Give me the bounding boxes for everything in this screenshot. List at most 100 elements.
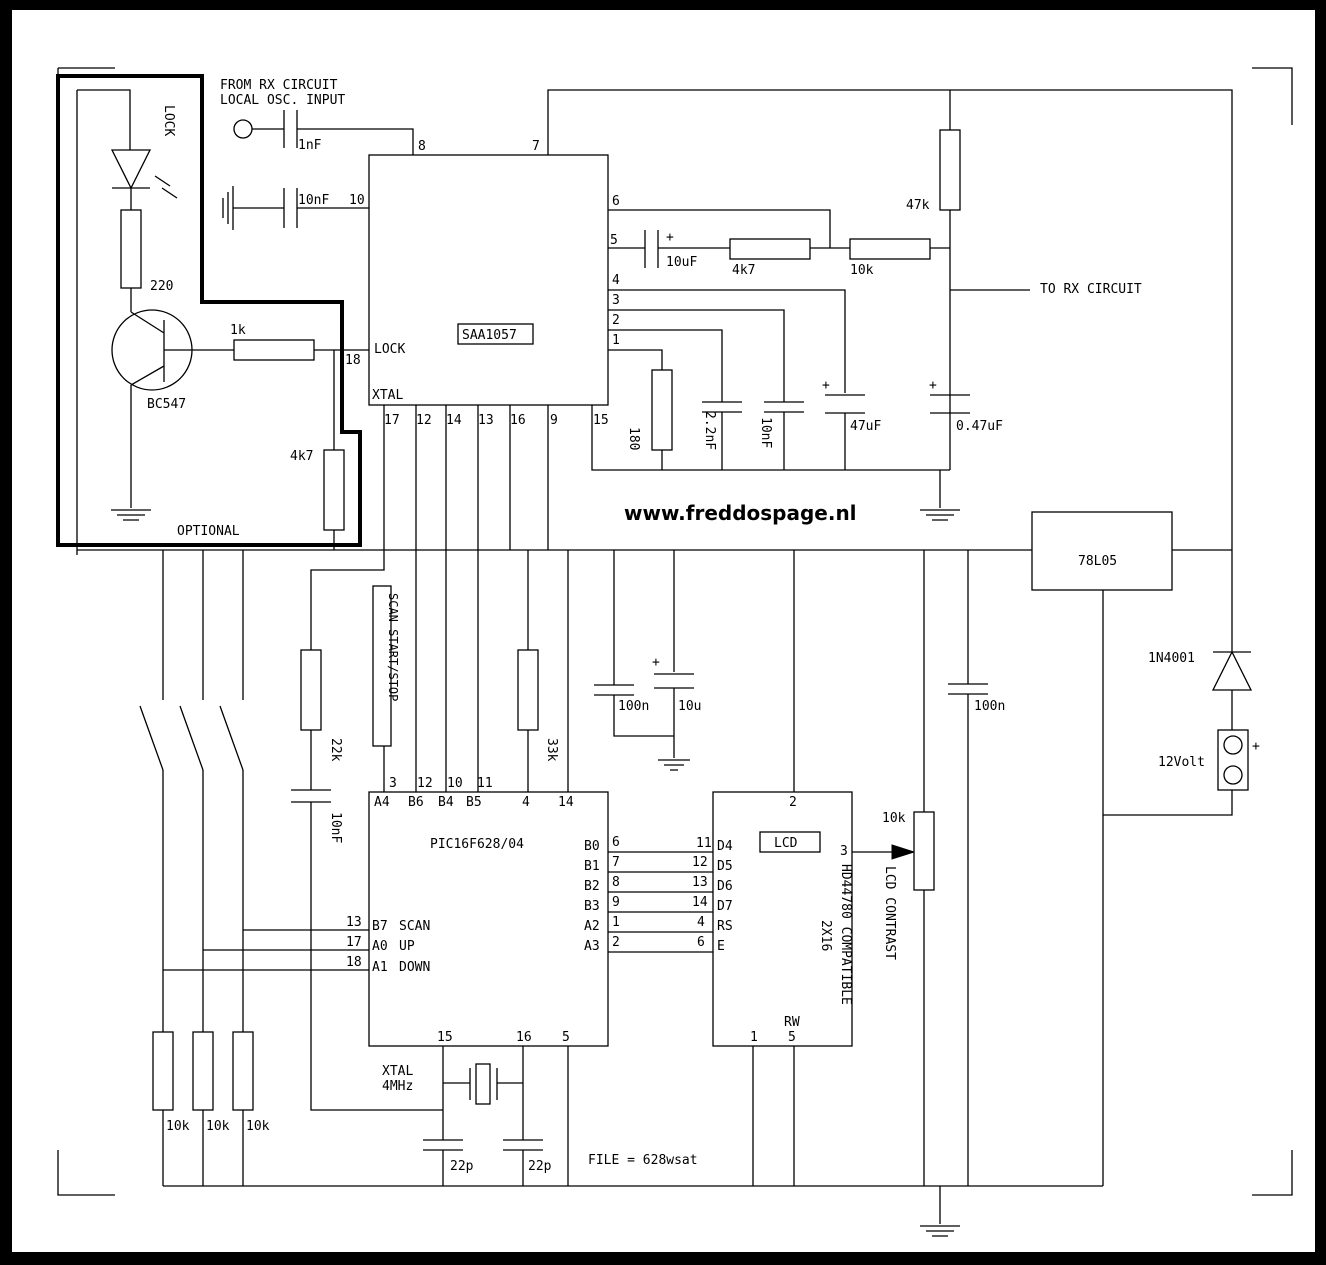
resistor-22k [300,649,322,731]
pin-label: 18 [345,353,361,368]
pin-label: 18 [346,955,362,970]
pin-label: LOCK [374,342,405,357]
resistor-220 [120,209,142,289]
resistor-10k [849,238,931,260]
pin-label: D6 [717,879,733,894]
pin-label: 9 [550,413,558,428]
cap-value: 100n [618,699,649,714]
cap-value: 10u [678,699,701,714]
contrast-potentiometer [913,811,935,891]
pic16f628-ic: PIC16F628/04 3 12 10 11 4 14 A4 B6 B4 B5… [346,776,620,1047]
crystal-4mhz: XTAL 4MHz 22p 22p [382,1046,569,1186]
regulator-78l05 [1031,511,1173,591]
resistor-4k7 [729,238,811,260]
pin-label: RW [784,1015,800,1030]
regulator-label: 78L05 [1078,554,1117,569]
pin-label: 14 [446,413,462,428]
pin-label: B7 [372,919,388,934]
pin-label: D5 [717,859,733,874]
pin-label: B6 [408,795,424,810]
cap-value: 10nF [298,193,329,208]
pin-label: 16 [516,1030,532,1045]
pin-label: DOWN [399,960,430,975]
pin-label: D4 [717,839,733,854]
pin-label: E [717,939,725,954]
pin-label: A2 [584,919,600,934]
pin-label: 3 [389,776,397,791]
lcd-module: LCD 2 11 12 13 14 4 6 D4 D5 D6 D7 RS E 3… [692,791,853,1047]
res-value: 220 [150,279,173,294]
pin-label: 7 [532,139,540,154]
pin-label: 8 [612,875,620,890]
pot-value: 10k [882,811,906,826]
cap-value: 22p [528,1159,552,1174]
lcd-size: 2X16 [818,920,833,951]
lo-input: 1nF FROM RX CIRCUIT LOCAL OSC. INPUT [220,78,414,155]
resistor-1k [233,339,315,361]
cap-plus: + [666,230,674,245]
scan-label: SCAN START/STOP [386,593,400,701]
res-value: 180 [626,427,641,450]
cap-value: 10nF [328,812,343,843]
pin-label: A4 [374,795,390,810]
res-value: 10k [850,263,874,278]
pin-label: XTAL [372,388,403,403]
res-value: 4k7 [732,263,755,278]
pin-label: B5 [466,795,482,810]
vcc-line [547,89,1233,550]
lcd-label: LCD [774,836,798,851]
res-value: 22k [328,738,343,762]
cap-plus: + [929,378,937,393]
pin-label: B3 [584,899,600,914]
pin-label: 10 [447,776,463,791]
res-value: 33k [544,738,559,762]
pin-label: 6 [697,935,705,950]
pin-label: 11 [477,776,493,791]
contrast-label: LCD CONTRAST [882,866,897,960]
pin-label: UP [399,939,415,954]
pin-label: 3 [612,293,620,308]
pin-label: 12 [417,776,433,791]
pin-label: 13 [346,915,362,930]
website-label: www.freddospage.nl [624,501,857,525]
saa1057-ic: SAA1057 8 7 10 6 5 4 3 2 1 18 LOCK XTAL … [345,139,620,428]
resistor-33k [517,649,539,731]
lcd-type: HD44780 COMPATIBLE [838,864,853,1005]
pin-label: 2 [612,313,620,328]
res-value: 1k [230,323,246,338]
pin-label: 2 [612,935,620,950]
to-rx-label: TO RX CIRCUIT [1040,282,1142,297]
res-value: 10k [166,1119,190,1134]
pin-label: A0 [372,939,388,954]
power-connector [1217,729,1249,791]
pin-label: 12 [416,413,432,428]
scan-switch-label-box [372,585,392,747]
pin-label: 4 [612,273,620,288]
pin-label: 11 [696,836,712,851]
pin-label: 8 [418,139,426,154]
pin-label: B1 [584,859,600,874]
pin-label: 6 [612,835,620,850]
pin-label: 6 [612,194,620,209]
cap-plus: + [822,378,830,393]
res-value: 4k7 [290,449,313,464]
cap-value: 10nF [758,417,773,448]
pin-label: 15 [593,413,609,428]
resistor-10k-c [232,1031,254,1111]
pin-label: 7 [612,855,620,870]
pin-label: 16 [510,413,526,428]
pin-label: SCAN [399,919,430,934]
optional-label: OPTIONAL [177,524,240,539]
cap-value: 10uF [666,255,697,270]
lo-label-1: FROM RX CIRCUIT [220,78,338,93]
diode-label: 1N4001 [1148,651,1195,666]
lo-label-2: LOCAL OSC. INPUT [220,93,345,108]
pin-label: 3 [840,844,848,859]
pin-label: 12 [692,855,708,870]
pin-label: 14 [558,795,574,810]
xtal-label: XTAL [382,1064,413,1079]
pin-label: 5 [788,1030,796,1045]
pin-label: 4 [522,795,530,810]
pin-label: 13 [478,413,494,428]
